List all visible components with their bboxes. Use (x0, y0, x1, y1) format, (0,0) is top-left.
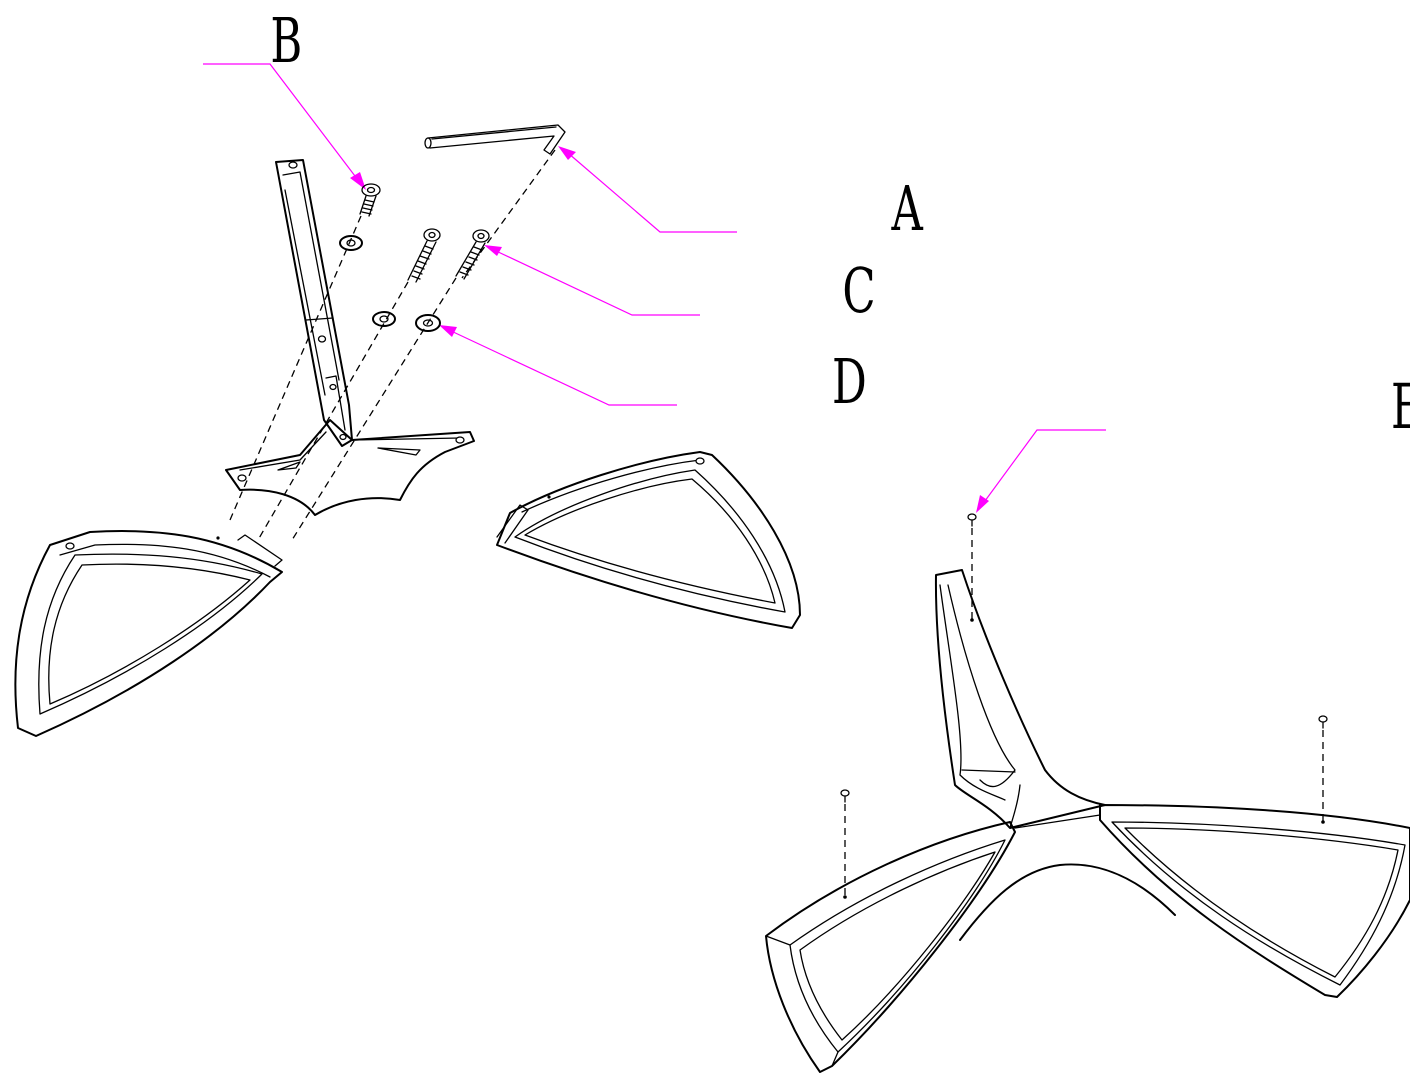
screw-b (359, 183, 381, 217)
screw-c (455, 229, 490, 280)
washer-d-left (372, 311, 396, 327)
hex-key (424, 124, 566, 155)
washer-d (415, 314, 441, 332)
callout-e: E (976, 370, 1410, 513)
callout-d: D (439, 325, 867, 418)
callout-a: A (558, 146, 924, 245)
assembly-guide-lines (229, 149, 556, 541)
callout-label-b: B (270, 4, 302, 77)
glide-e (967, 513, 977, 527)
leg-middle (496, 451, 801, 629)
callout-b: B (203, 4, 366, 190)
hub-plate (225, 419, 475, 516)
callout-label-e: E (1391, 370, 1410, 443)
glide-right (1318, 715, 1328, 729)
screw-c-left (407, 228, 441, 283)
glide-left (840, 789, 850, 803)
upright-arm (275, 159, 353, 447)
callout-label-c: C (842, 254, 875, 327)
callout-label-a: A (891, 172, 924, 245)
callout-c: C (484, 245, 876, 327)
callout-label-d: D (832, 345, 867, 418)
leg-left (14, 530, 283, 737)
assembled-base (765, 513, 1410, 1073)
